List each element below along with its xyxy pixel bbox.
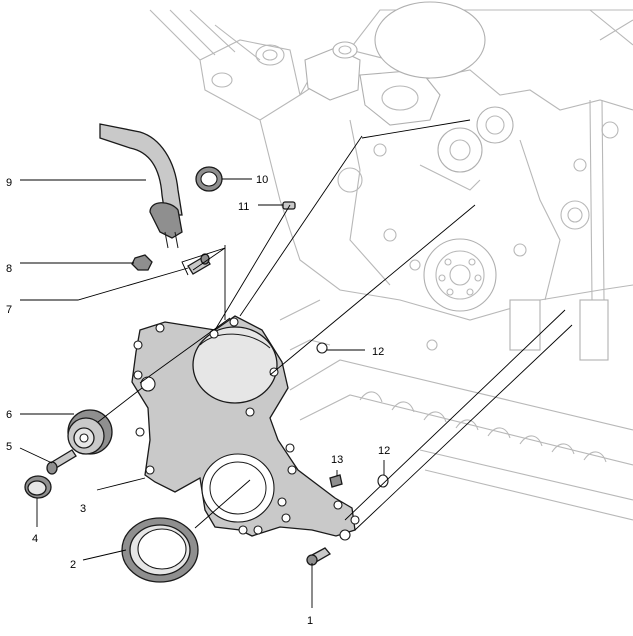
callout-6: 6 — [6, 409, 12, 421]
callout-labels: 1 2 3 4 5 6 7 8 9 10 11 12 12 13 — [6, 174, 390, 627]
callout-8: 8 — [6, 263, 12, 275]
callout-5: 5 — [6, 441, 12, 453]
assembly-lines — [97, 119, 573, 531]
crankshaft-seal — [121, 517, 199, 583]
callout-9: 9 — [6, 177, 12, 189]
callout-13: 13 — [331, 454, 343, 466]
callout-4: 4 — [32, 533, 38, 545]
timing-cover — [131, 315, 360, 541]
callout-11: 11 — [238, 201, 249, 213]
engine-block-background — [149, 1, 633, 521]
callout-1: 1 — [307, 615, 313, 627]
callout-7: 7 — [6, 304, 12, 316]
dowel-sleeve — [282, 201, 296, 210]
callout-12-upper: 12 — [372, 346, 384, 358]
callout-2: 2 — [70, 559, 76, 571]
coolant-pipe — [99, 123, 183, 249]
callout-12-lower: 12 — [378, 445, 390, 457]
o-ring — [195, 166, 223, 192]
small-o-rings — [316, 342, 389, 488]
callout-3: 3 — [80, 503, 86, 515]
callout-10: 10 — [256, 174, 268, 186]
pulley-bolt — [46, 449, 77, 475]
stud — [187, 253, 211, 275]
cover-bolt — [306, 547, 331, 566]
idler-pulley — [67, 409, 113, 455]
nut — [131, 254, 153, 271]
dust-cap — [24, 475, 52, 499]
plug — [329, 474, 343, 488]
callout-leaders — [19, 178, 385, 608]
